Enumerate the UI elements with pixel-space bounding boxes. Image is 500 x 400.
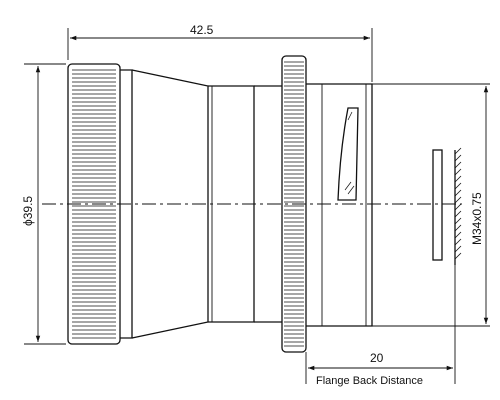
flange-distance-dimension [305,265,456,384]
diameter-label: ϕ39.5 [21,196,35,226]
mount-section [306,83,373,327]
thread-dimension [372,83,490,327]
front-knurl-pattern [72,69,116,339]
conical-barrel [131,69,209,339]
overall-length-label: 42.5 [190,23,214,37]
lens-body [67,55,462,353]
rear-barrel [254,85,282,323]
diameter-dimension [24,63,66,345]
rear-lens-element [337,107,359,201]
flange-back-distance-caption: Flange Back Distance [316,375,423,387]
flange-knurl-pattern [284,61,304,347]
flange-distance-label: 20 [370,351,384,365]
thread-label: M34x0.75 [470,192,484,245]
collar [120,69,133,339]
overall-length-dimension [67,28,373,82]
sensor-plane [432,149,443,261]
